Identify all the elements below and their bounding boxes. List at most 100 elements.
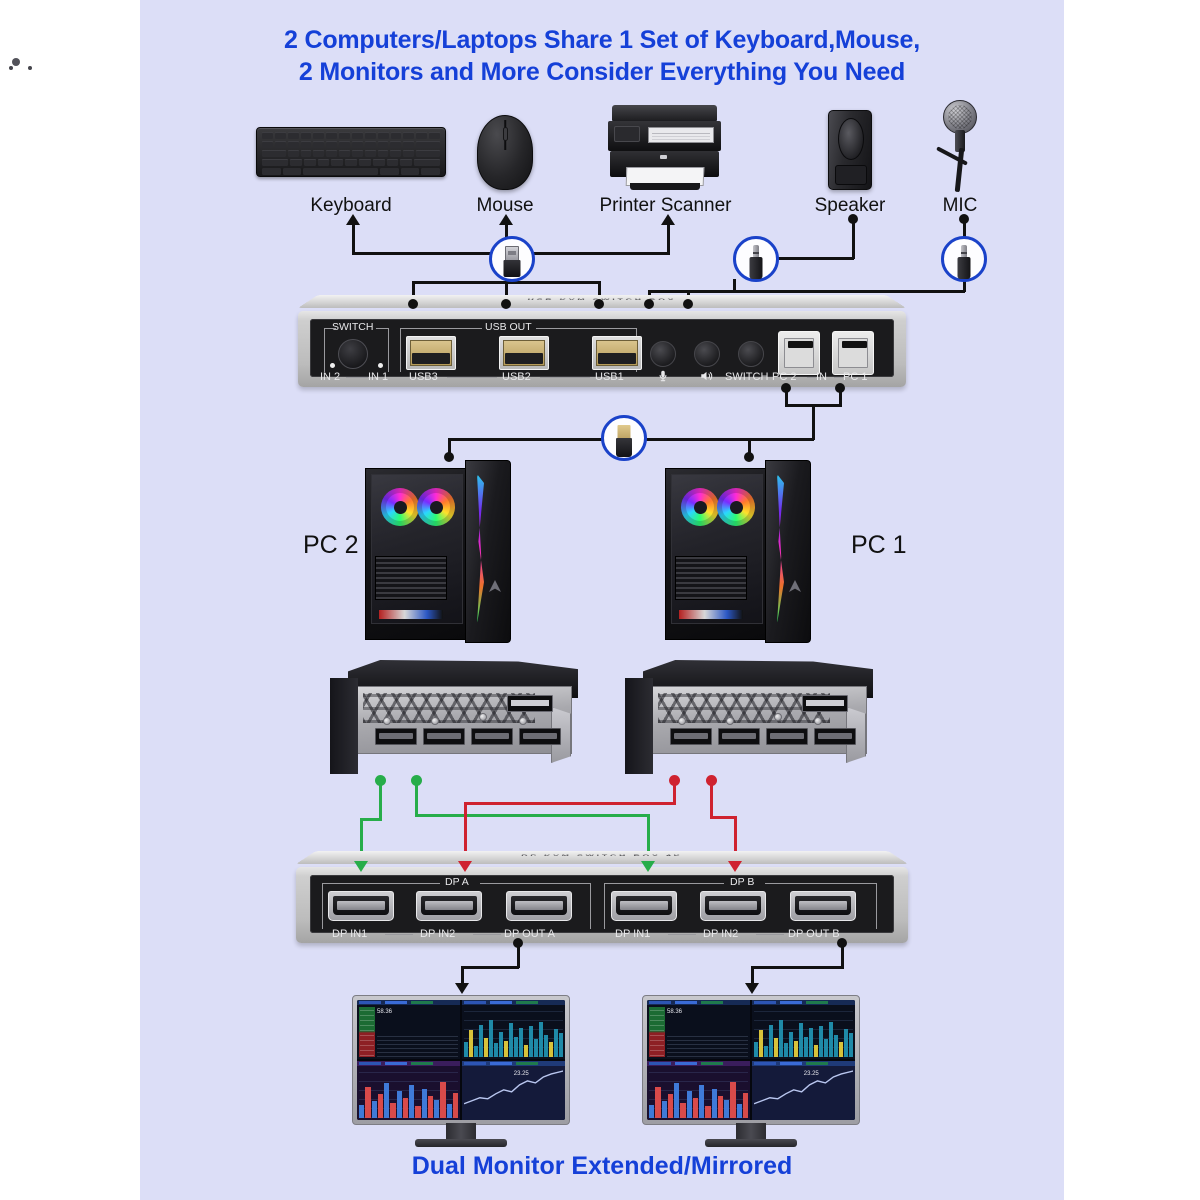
led-in1 bbox=[378, 363, 383, 368]
led-in2 bbox=[330, 363, 335, 368]
label-in1: IN 1 bbox=[368, 371, 389, 383]
wire-keyboard-h bbox=[352, 252, 512, 255]
diagram-background bbox=[140, 0, 1064, 1200]
dp-a-in1-label: DP IN1 bbox=[332, 928, 368, 940]
microphone-device bbox=[925, 100, 995, 193]
arrow-monitor-right bbox=[745, 983, 759, 994]
gpu-pc2-hdmi2-port bbox=[519, 728, 561, 745]
speaker-device bbox=[828, 110, 872, 190]
audio-jack-mic-badge bbox=[941, 236, 987, 282]
audio-jack-speaker-badge bbox=[733, 236, 779, 282]
rwire-b2-arrow bbox=[728, 861, 742, 872]
page-title-line1: 2 Computers/Laptops Share 1 Set of Keybo… bbox=[284, 26, 920, 54]
keyboard-keys bbox=[262, 132, 441, 175]
dp-out-b-port[interactable] bbox=[790, 891, 856, 921]
dp-b-group-label: DP B bbox=[730, 876, 755, 888]
printer-scanner-device bbox=[608, 105, 723, 193]
rwire-a2-h bbox=[464, 802, 676, 805]
dot-speaker bbox=[848, 214, 858, 224]
wire-mic-badge-down bbox=[963, 279, 966, 292]
audio-jack-tip-icon bbox=[961, 245, 967, 258]
wire-pc1b-v bbox=[839, 388, 842, 406]
usb-b-body-icon bbox=[616, 438, 632, 457]
dot-dp-out-b bbox=[837, 938, 847, 948]
page-title: 2 Computers/Laptops Share 1 Set of Keybo… bbox=[140, 24, 1064, 88]
wire-usb3-drop bbox=[412, 281, 415, 303]
wire-outb-h bbox=[751, 966, 844, 969]
pc2-label: PC 2 bbox=[303, 531, 359, 559]
dp-out-a-port[interactable] bbox=[506, 891, 572, 921]
gpu-pc1-hdmi1-port bbox=[766, 728, 808, 745]
dot-mic bbox=[959, 214, 969, 224]
dot-mic-port bbox=[683, 299, 693, 309]
wire-pc2-drop bbox=[448, 438, 451, 456]
dp-b-in1-label: DP IN1 bbox=[615, 928, 651, 940]
audio-jack-tip-icon bbox=[753, 245, 759, 258]
gpu-pc2-dp2-port bbox=[423, 728, 465, 745]
dot-speaker-port bbox=[644, 299, 654, 309]
gwire-b1-h bbox=[415, 814, 650, 817]
rwire-b2-h bbox=[710, 816, 737, 819]
usb-out-group-label: USB OUT bbox=[485, 321, 532, 333]
usb1-port[interactable] bbox=[592, 336, 642, 370]
wire-outb-down bbox=[751, 966, 754, 985]
input-selector-knob[interactable] bbox=[338, 339, 368, 369]
dp-a-in1-port[interactable] bbox=[328, 891, 394, 921]
printer-arrow-icon bbox=[661, 214, 675, 225]
pc1-usb-b-port[interactable] bbox=[832, 331, 874, 375]
gpu-pc1-dp2-port bbox=[718, 728, 760, 745]
dot-pc1-top bbox=[744, 452, 754, 462]
usb2-label: USB2 bbox=[502, 371, 531, 383]
monitor-left: 58.36 23.25 bbox=[352, 995, 570, 1147]
dp-a-in2-port[interactable] bbox=[416, 891, 482, 921]
dp-kvm-switch[interactable]: DP KVM SWITCH BOX 4K DP A DP IN1 DP IN2 … bbox=[296, 838, 908, 943]
usb3-label: USB3 bbox=[409, 371, 438, 383]
usb-a-connector-badge bbox=[489, 236, 535, 282]
gpu-pc1-hdmi2-port bbox=[814, 728, 856, 745]
wire-outb-v bbox=[841, 943, 844, 968]
usb2-port[interactable] bbox=[499, 336, 549, 370]
trend-line-chart bbox=[753, 1070, 853, 1105]
gpu-pc1 bbox=[625, 660, 883, 776]
wire-mouse-v bbox=[505, 225, 508, 243]
mic-label: MIC bbox=[942, 195, 978, 216]
switch-button[interactable] bbox=[738, 341, 764, 367]
dp-b-in2-label: DP IN2 bbox=[703, 928, 739, 940]
pc1-port-label: PC 1 bbox=[843, 371, 868, 383]
dp-b-in1-port[interactable] bbox=[611, 891, 677, 921]
speaker-output-jack[interactable] bbox=[694, 341, 720, 367]
dot-pc2-top bbox=[444, 452, 454, 462]
pc2-usb-b-port[interactable] bbox=[778, 331, 820, 375]
gpu-pc2 bbox=[330, 660, 588, 776]
wire-speaker-h bbox=[775, 257, 854, 260]
usb3-port[interactable] bbox=[406, 336, 456, 370]
rdot-pc1-dp2 bbox=[706, 775, 717, 786]
mouse-wheel bbox=[502, 127, 508, 141]
dp-b-in2-port[interactable] bbox=[700, 891, 766, 921]
mouse-label: Mouse bbox=[476, 195, 534, 216]
dot-dp-out-a bbox=[513, 938, 523, 948]
usb-b-plug-icon bbox=[617, 425, 631, 439]
rdot-pc1-dp1 bbox=[669, 775, 680, 786]
speaker-label: Speaker bbox=[814, 195, 886, 216]
rwire-a2-v1 bbox=[673, 780, 676, 804]
wire-outa-h bbox=[461, 966, 519, 969]
pc1-tower bbox=[665, 460, 813, 645]
dot-usb2 bbox=[501, 299, 511, 309]
usb-kvm-switch[interactable]: USB KVM SWITCH BOX SWITCH IN 2 IN 1 USB … bbox=[298, 282, 906, 387]
mic-input-jack[interactable] bbox=[650, 341, 676, 367]
usb-a-plug-icon bbox=[505, 246, 519, 261]
label-in2: IN 2 bbox=[320, 371, 341, 383]
rwire-b2-v1 bbox=[710, 780, 713, 818]
gwire-a1-arrow bbox=[354, 861, 368, 872]
arrow-monitor-left bbox=[455, 983, 469, 994]
dp-a-in2-label: DP IN2 bbox=[420, 928, 456, 940]
pc1-label: PC 1 bbox=[851, 531, 907, 559]
gdot-pc2-dp2 bbox=[411, 775, 422, 786]
keyboard-arrow-icon bbox=[346, 214, 360, 225]
microphone-icon bbox=[659, 370, 667, 382]
dot-usb3 bbox=[408, 299, 418, 309]
pc2-port-label: PC 2 bbox=[772, 371, 797, 383]
keyboard-device bbox=[256, 127, 446, 177]
